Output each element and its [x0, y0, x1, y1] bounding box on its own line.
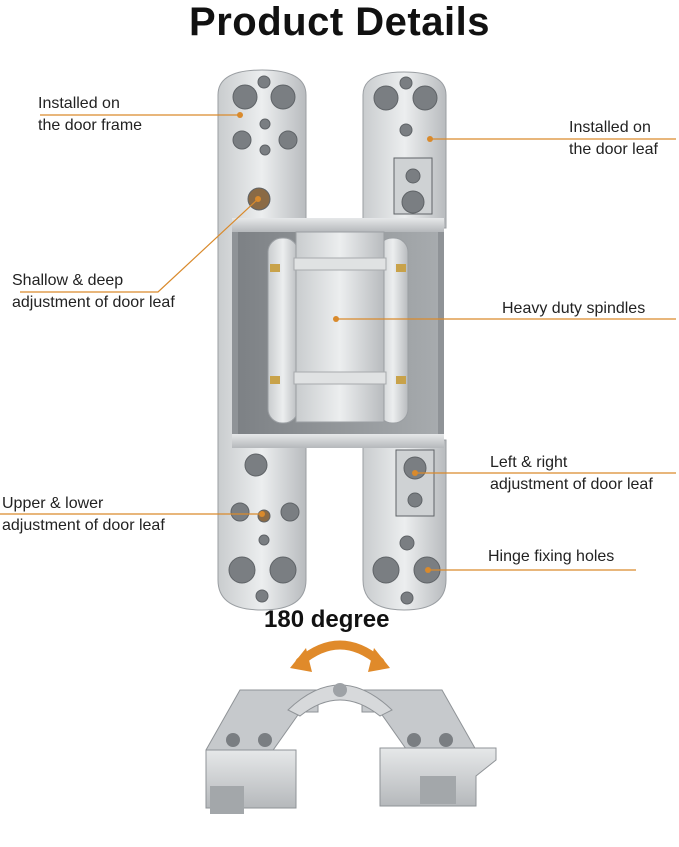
label-line: the door frame	[38, 117, 143, 134]
open-hinge-image	[205, 683, 497, 814]
page-title: Product Details	[189, 0, 490, 44]
label-installed-frame: Installed on the door frame	[38, 93, 142, 137]
label-line: Heavy duty spindles	[502, 300, 646, 317]
label-installed-leaf: Installed on the door leaf	[569, 117, 658, 161]
frame-fixing-holes-top	[232, 75, 298, 211]
rotation-label: 180 degree	[264, 606, 390, 633]
label-left-right: Left & right adjustment of door leaf	[490, 452, 653, 496]
leader-dots	[237, 112, 433, 573]
label-line: Installed on	[569, 119, 651, 136]
spindle-assembly	[267, 231, 409, 424]
label-heavy-duty: Heavy duty spindles	[502, 298, 645, 320]
leaf-fixing-holes-top	[373, 76, 438, 215]
frame-fixing-holes-bottom	[228, 453, 300, 603]
label-line: adjustment of door leaf	[490, 476, 653, 493]
label-shallow-deep: Shallow & deep adjustment of door leaf	[12, 270, 175, 314]
leader-lines	[0, 114, 676, 571]
leaf-fixing-holes-bottom	[372, 449, 441, 605]
label-line: Upper & lower	[2, 495, 104, 512]
label-fixing-holes: Hinge fixing holes	[488, 546, 614, 568]
label-line: Left & right	[490, 454, 568, 471]
label-line: Shallow & deep	[12, 272, 124, 289]
label-line: Hinge fixing holes	[488, 548, 615, 565]
label-line: Installed on	[38, 95, 120, 112]
rotation-arrow-icon	[295, 640, 385, 667]
label-line: the door leaf	[569, 141, 658, 158]
label-line: adjustment of door leaf	[2, 517, 165, 534]
label-line: adjustment of door leaf	[12, 294, 175, 311]
label-upper-lower: Upper & lower adjustment of door leaf	[2, 493, 165, 537]
